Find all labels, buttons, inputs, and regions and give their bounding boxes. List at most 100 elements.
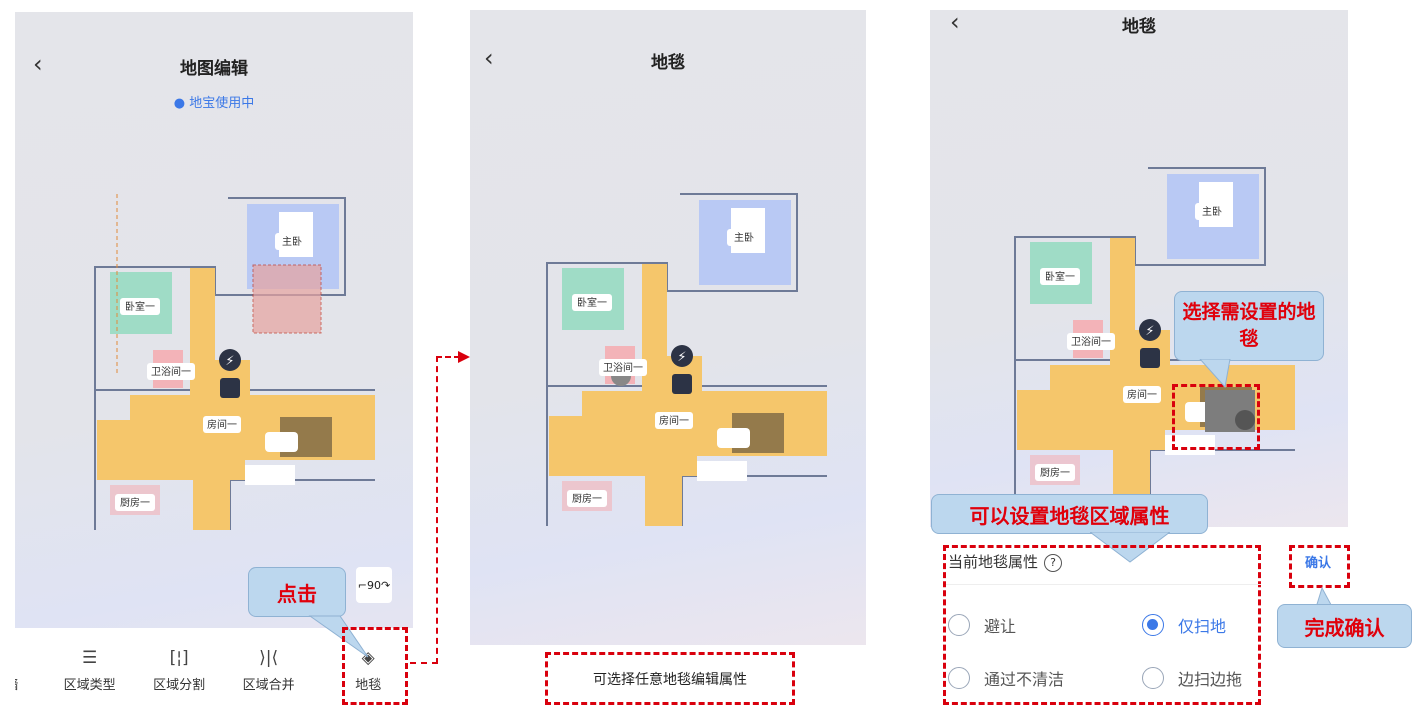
floor-map[interactable]: ⚡ 主卧 卧室一 卫浴间一 房间一 厨房一 <box>75 180 388 541</box>
page-title: 地毯 <box>651 53 685 73</box>
carpet-attr-screen: ‹ 地毯 ⚡ 主卧 卧室一 卫浴间一 房间一 厨房一 <box>930 10 1348 527</box>
confirm-button[interactable]: 确认 <box>1305 556 1332 571</box>
map-shape: 主卧 卧室一 卫浴间一 房间一 厨房一 <box>1035 203 1229 481</box>
room-label-kitchen1: 厨房一 <box>1040 466 1070 479</box>
map-svg: ⚡ 主卧 卧室一 卫浴间一 房间一 厨房一 <box>1014 167 1308 511</box>
room-label-room1: 房间一 <box>659 414 689 427</box>
split-icon: [¦] <box>169 648 189 668</box>
arrow-head-icon <box>458 351 470 363</box>
radio-icon <box>948 667 970 689</box>
map-shape <box>147 363 195 380</box>
room-label-kitchen1: 厨房一 <box>572 492 602 505</box>
map-svg: ⚡ 主卧 卧室一 卫浴间一 房间一 厨房一 <box>546 193 840 537</box>
tool-area-type[interactable]: ☰区域类型 <box>45 628 135 708</box>
rotate-label: 90 <box>367 578 381 592</box>
callout-pointer <box>1199 359 1231 389</box>
sofa <box>1165 435 1215 455</box>
map-shape <box>1123 386 1161 403</box>
map-shape: ⚡ <box>1145 324 1154 339</box>
tool-label: 地毯 <box>355 678 382 693</box>
map-shape <box>727 229 761 246</box>
map-shape <box>599 359 647 376</box>
flow-arrow <box>410 662 438 664</box>
map-shape <box>458 351 470 363</box>
robot-icon <box>220 378 240 398</box>
room-label-master: 主卧 <box>282 235 302 248</box>
option-sweep-mop[interactable]: 边扫边拖 <box>1142 666 1242 690</box>
attr-title: 当前地毯属性 <box>948 553 1039 571</box>
callout-click: 点击 <box>248 567 346 617</box>
sofa <box>697 461 747 481</box>
floor-area <box>549 264 827 531</box>
map-shape: ⚡ <box>677 350 686 365</box>
tool-label: 区域类型 <box>63 678 116 693</box>
rotate-map-button[interactable]: ⌐90↷ <box>356 567 392 603</box>
map-shape: ⚡ <box>225 354 234 369</box>
option-pass-no-clean[interactable]: 通过不清洁 <box>948 666 1064 690</box>
room-label-master: 主卧 <box>1202 205 1222 218</box>
charging-dock-icon <box>219 349 241 371</box>
flow-arrow <box>436 356 460 358</box>
charging-dock-icon <box>671 345 693 367</box>
map-shape <box>1067 333 1115 350</box>
option-avoid[interactable]: 避让 <box>948 613 1016 637</box>
map-shape <box>1199 359 1231 389</box>
callout-pointer <box>308 615 369 658</box>
back-button[interactable]: ‹ <box>484 44 494 72</box>
back-button[interactable]: ‹ <box>33 50 43 78</box>
page-title: 地毯 <box>1122 17 1156 37</box>
map-shape <box>567 490 607 507</box>
table <box>265 432 298 452</box>
tool-label: 墙 <box>15 678 18 693</box>
floor-area <box>1017 238 1295 505</box>
tool-label: 区域分割 <box>153 678 206 693</box>
carpet-handle <box>1235 410 1255 430</box>
map-shape <box>1035 464 1075 481</box>
device-status: ● 地宝使用中 <box>173 96 255 111</box>
tool-wall[interactable]: :墙 <box>15 628 27 708</box>
map-edit-screen: ‹ 地图编辑 ● 地宝使用中 ⚡ 主卧 卧室一 卫浴间一 房间一 厨房一 ⌐90… <box>15 12 413 708</box>
map-shape <box>203 416 241 433</box>
floor-map[interactable]: ⚡ 主卧 卧室一 卫浴间一 房间一 厨房一 <box>995 150 1308 511</box>
map-shape: 主卧 卧室一 卫浴间一 房间一 厨房一 <box>115 233 309 511</box>
page-title: 地图编辑 <box>180 59 248 79</box>
robot-icon <box>1140 348 1160 368</box>
room-label-bedroom1: 卧室一 <box>125 300 155 313</box>
carpet-screen: ‹ 地毯 ⚡ 主卧 卧室一 卫浴间一 房间一 厨房一 <box>470 10 866 645</box>
callout-select-carpet: 选择需设置的地毯 <box>1174 291 1324 361</box>
robot-icon <box>672 374 692 394</box>
tool-label: 区域合并 <box>242 678 295 693</box>
floor-area <box>97 268 375 535</box>
help-icon[interactable]: ? <box>1044 554 1063 572</box>
option-label: 边扫边拖 <box>1178 670 1243 689</box>
map-shape: 主卧 卧室一 卫浴间一 房间一 厨房一 <box>567 229 761 507</box>
option-label: 仅扫地 <box>1178 617 1227 636</box>
map-shape <box>308 615 369 658</box>
wall-icon: : <box>15 648 27 674</box>
room-label-master: 主卧 <box>734 231 754 244</box>
option-label: 通过不清洁 <box>984 670 1065 689</box>
highlight-selected-carpet <box>1172 384 1260 450</box>
floor-map[interactable]: ⚡ 主卧 卧室一 卫浴间一 房间一 厨房一 <box>527 176 840 537</box>
map-shape <box>120 298 160 315</box>
attr-header: 当前地毯属性? <box>948 551 1063 572</box>
option-label: 避让 <box>984 617 1017 636</box>
callout-attributes: 可以设置地毯区域属性 <box>931 494 1208 534</box>
table <box>717 428 750 448</box>
map-shape <box>1195 203 1229 220</box>
option-sweep-only[interactable]: 仅扫地 <box>1142 613 1226 637</box>
radio-icon <box>948 614 970 636</box>
radio-icon <box>1142 667 1164 689</box>
selection-box <box>252 264 322 334</box>
tool-area-merge[interactable]: ⟩|⟨区域合并 <box>224 628 314 708</box>
room-label-kitchen1: 厨房一 <box>120 496 150 509</box>
map-shape <box>1040 268 1080 285</box>
caption-text: 可选择任意地毯编辑属性 <box>593 671 747 688</box>
tool-area-split[interactable]: [¦] 区域分割 <box>134 628 224 708</box>
divider <box>946 584 1261 585</box>
map-shape <box>572 294 612 311</box>
back-button[interactable]: ‹ <box>950 10 960 36</box>
flow-arrow <box>436 356 438 664</box>
room-label-bedroom1: 卧室一 <box>1045 270 1075 283</box>
highlight-carpet-tool <box>342 627 408 705</box>
